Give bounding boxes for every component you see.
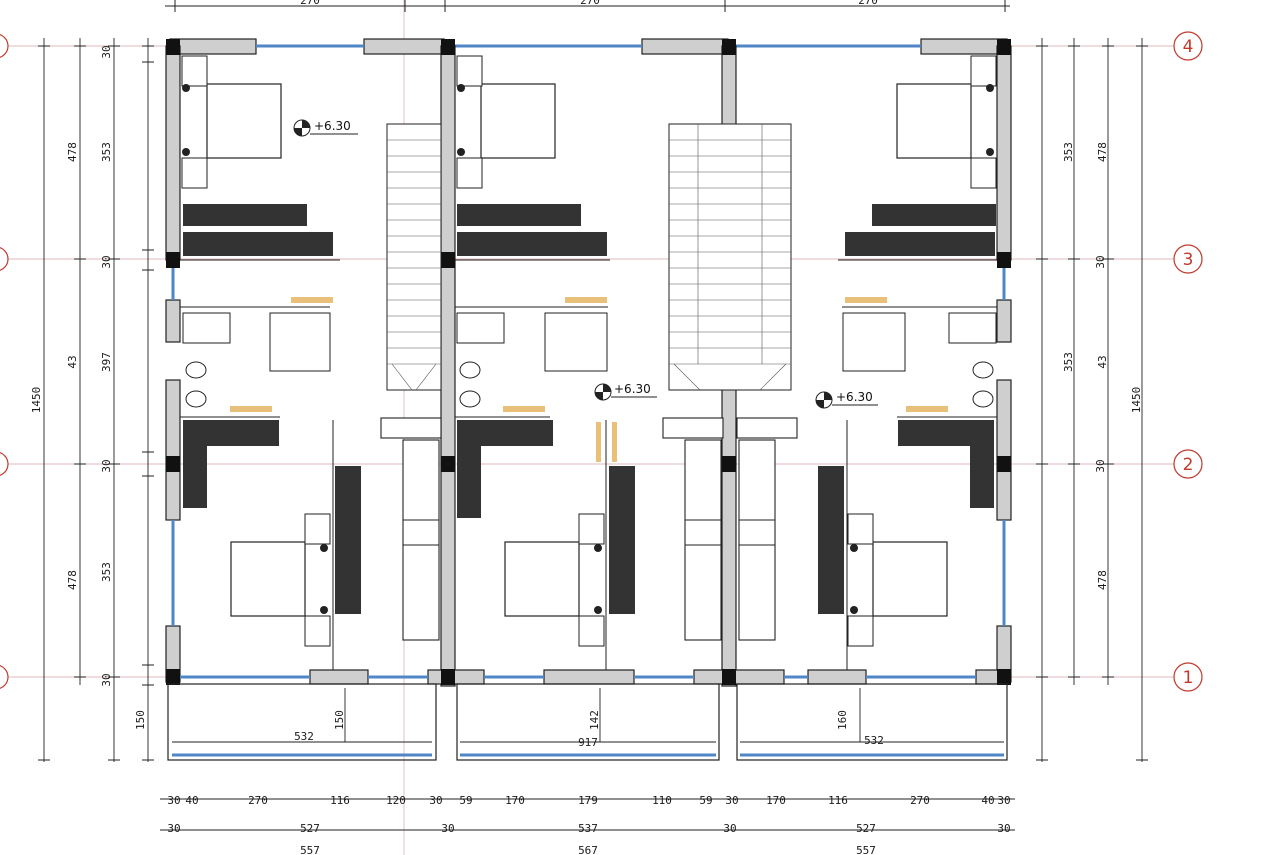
left-mid-dim-3: 478 (66, 570, 79, 590)
bottom-dim-1-9: 179 (578, 794, 598, 807)
left-mid-dim-2: 43 (66, 355, 79, 368)
right-inner-dim-4: 30 (1094, 459, 1107, 472)
bottom-dim-2-4: 537 (578, 822, 598, 835)
bottom-dim-3-1: 557 (300, 844, 320, 855)
right-dimension-chains: 353 30 353 30 478 43 478 1450 (1036, 38, 1148, 762)
staircase-right (668, 123, 792, 391)
bottom-dim-2-6: 527 (856, 822, 876, 835)
bottom-dim-1-8: 170 (505, 794, 525, 807)
axis-marker-1: 1 (1173, 662, 1203, 692)
bottom-dim-1-13: 170 (766, 794, 786, 807)
left-inner-dim-5: 30 (100, 459, 113, 472)
right-inner-dim-3: 353 (1062, 352, 1075, 372)
bottom-dim-1-1: 30 (167, 794, 180, 807)
twin-beds-center (380, 417, 798, 641)
level-mark-1-label: +6.30 (314, 119, 351, 133)
bed-bottom-right (818, 466, 948, 647)
bottom-dim-1-10: 110 (652, 794, 672, 807)
bed-top-left (181, 55, 282, 189)
balcony-dim-1: 532 (294, 730, 314, 743)
level-mark-3: +6.30 (815, 390, 878, 409)
bed-bottom-left (230, 466, 361, 647)
bottom-dim-1-4: 116 (330, 794, 350, 807)
bottom-dim-1-3: 270 (248, 794, 268, 807)
axis-markers-left (0, 34, 9, 689)
level-mark-3-label: +6.30 (836, 390, 873, 404)
bottom-dimension-row-2: 30 527 30 537 30 527 30 (160, 822, 1015, 835)
bottom-dim-1-2: 40 (185, 794, 198, 807)
top-dim-3: 270 (858, 0, 878, 7)
balcony-dim-5: 160 (836, 710, 849, 730)
left-mid-dim-1: 478 (66, 142, 79, 162)
bottom-dimension-row-1: 30 40 270 116 120 30 59 170 179 110 59 3… (160, 794, 1015, 807)
right-mid-dim-2: 43 (1096, 355, 1109, 368)
bottom-dim-3-3: 557 (856, 844, 876, 855)
bed-top-mid (456, 55, 556, 189)
bottom-dim-1-16: 40 (981, 794, 994, 807)
axis-label-4: 4 (1183, 37, 1194, 57)
bottom-dim-2-7: 30 (997, 822, 1010, 835)
bed-bottom-mid (504, 422, 635, 647)
axis-label-3: 3 (1183, 250, 1194, 270)
balcony-dim-6: 532 (864, 734, 884, 747)
axis-label-1: 1 (1183, 668, 1194, 688)
left-inner-dim-8: 150 (134, 710, 147, 730)
bottom-dim-1-12: 30 (725, 794, 738, 807)
left-inner-dim-7: 30 (100, 673, 113, 686)
bottom-dim-2-2: 527 (300, 822, 320, 835)
left-inner-dim-1: 30 (100, 45, 113, 58)
bottom-dim-3-2: 567 (578, 844, 598, 855)
left-inner-dim-2: 353 (100, 142, 113, 162)
top-dim-2: 270 (580, 0, 600, 7)
right-inner-dim-2: 30 (1094, 255, 1107, 268)
balcony-dim-3: 917 (578, 736, 598, 749)
axis-label-2: 2 (1183, 455, 1194, 475)
bottom-dim-1-14: 116 (828, 794, 848, 807)
bottom-dim-1-11: 59 (699, 794, 712, 807)
balcony-dim-2: 150 (333, 710, 346, 730)
axis-marker-2: 2 (1173, 449, 1203, 479)
bathrooms (182, 297, 997, 412)
bottom-dim-1-6: 30 (429, 794, 442, 807)
left-outer-dim: 1450 (30, 387, 43, 414)
right-outer-dim: 1450 (1130, 387, 1143, 414)
axis-marker-3: 3 (1173, 244, 1203, 274)
bottom-dim-1-7: 59 (459, 794, 472, 807)
bottom-dim-2-1: 30 (167, 822, 180, 835)
balconies: 532 150 917 142 160 532 (167, 683, 1008, 761)
bottom-dimension-row-3: 557 567 557 (300, 844, 876, 855)
bottom-dim-1-17: 30 (997, 794, 1010, 807)
level-mark-2-label: +6.30 (614, 382, 651, 396)
top-dimension-line: 270 270 270 (165, 0, 1010, 12)
axis-marker-4: 4 (1173, 31, 1203, 61)
balcony-dim-4: 142 (588, 710, 601, 730)
bottom-dim-1-5: 120 (386, 794, 406, 807)
left-inner-dim-4: 397 (100, 352, 113, 372)
bottom-dim-1-15: 270 (910, 794, 930, 807)
bottom-dim-2-5: 30 (723, 822, 736, 835)
staircase-left (386, 123, 442, 391)
left-inner-dim-6: 353 (100, 562, 113, 582)
bottom-dim-2-3: 30 (441, 822, 454, 835)
right-inner-dim-1: 353 (1062, 142, 1075, 162)
wardrobe-top (183, 204, 996, 256)
wardrobe-mid (183, 420, 994, 518)
top-dim-1: 270 (300, 0, 320, 7)
right-mid-dim-1: 478 (1096, 142, 1109, 162)
right-mid-dim-3: 478 (1096, 570, 1109, 590)
bed-top-right (896, 55, 997, 189)
level-mark-1: +6.30 (293, 119, 358, 137)
level-mark-2: +6.30 (594, 382, 657, 401)
left-dimension-chains: 1450 478 43 478 30 353 30 397 30 353 30 … (30, 38, 154, 762)
left-inner-dim-3: 30 (100, 255, 113, 268)
